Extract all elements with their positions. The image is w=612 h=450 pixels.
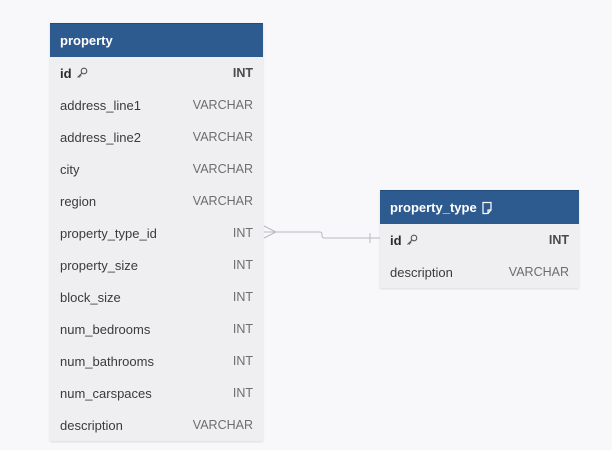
key-icon xyxy=(406,234,417,245)
field-row-block-size[interactable]: block_size INT xyxy=(50,281,263,313)
field-type: VARCHAR xyxy=(192,194,253,208)
field-name: id xyxy=(60,66,88,81)
field-type: INT xyxy=(232,66,253,80)
field-row-description[interactable]: description VARCHAR xyxy=(50,409,263,441)
field-name: region xyxy=(60,194,96,209)
field-name: address_line1 xyxy=(60,98,141,113)
field-row-property-type-id[interactable]: property_type_id INT xyxy=(50,217,263,249)
table-property-type[interactable]: property_type id INT description VARCHAR xyxy=(380,190,579,288)
field-name: property_size xyxy=(60,258,138,273)
table-header[interactable]: property xyxy=(50,23,263,57)
note-icon[interactable] xyxy=(481,201,493,215)
field-name: description xyxy=(60,418,123,433)
field-type: INT xyxy=(232,258,253,272)
field-name: id xyxy=(390,233,418,248)
field-type: VARCHAR xyxy=(192,162,253,176)
field-type: VARCHAR xyxy=(192,130,253,144)
field-name: description xyxy=(390,265,453,280)
field-row-id[interactable]: id INT xyxy=(50,57,263,89)
table-name: property xyxy=(60,33,113,48)
field-name-text: num_bathrooms xyxy=(60,353,154,369)
field-type: VARCHAR xyxy=(192,418,253,432)
field-row-num-bathrooms[interactable]: num_bathrooms INT xyxy=(50,345,263,377)
field-type: INT xyxy=(232,226,253,240)
field-name-text: id xyxy=(60,65,72,81)
field-name-text: region xyxy=(60,193,97,209)
field-type: INT xyxy=(232,386,253,400)
field-name-text: id xyxy=(390,232,402,248)
field-row-num-bedrooms[interactable]: num_bedrooms INT xyxy=(50,313,263,345)
table-header[interactable]: property_type xyxy=(380,190,579,224)
field-type: VARCHAR xyxy=(192,98,253,112)
key-icon xyxy=(76,67,87,78)
field-name-text: address_line1 xyxy=(60,97,141,113)
field-type: INT xyxy=(232,290,253,304)
table-name: property_type xyxy=(390,200,477,215)
field-name-text: description xyxy=(390,264,453,280)
field-row-description[interactable]: description VARCHAR xyxy=(380,256,579,288)
field-name-text: city xyxy=(60,161,80,177)
field-name: block_size xyxy=(60,290,121,305)
field-name-text: num_carspaces xyxy=(60,385,152,401)
field-name: city xyxy=(60,162,80,177)
field-type: INT xyxy=(232,322,253,336)
field-row-city[interactable]: city VARCHAR xyxy=(50,153,263,185)
field-name: address_line2 xyxy=(60,130,141,145)
field-row-num-carspaces[interactable]: num_carspaces INT xyxy=(50,377,263,409)
many-cardinality-marker xyxy=(263,225,278,239)
field-row-property-size[interactable]: property_size INT xyxy=(50,249,263,281)
field-name-text: address_line2 xyxy=(60,129,141,145)
field-name-text: block_size xyxy=(60,289,121,305)
field-row-id[interactable]: id INT xyxy=(380,224,579,256)
field-name-text: property_size xyxy=(60,257,139,273)
field-name: num_carspaces xyxy=(60,386,152,401)
field-name: num_bathrooms xyxy=(60,354,154,369)
field-row-address-line2[interactable]: address_line2 VARCHAR xyxy=(50,121,263,153)
field-name-text: description xyxy=(60,417,123,433)
field-type: INT xyxy=(548,233,569,247)
field-name: property_type_id xyxy=(60,226,157,241)
field-type: INT xyxy=(232,354,253,368)
field-list: id INT description VARCHAR xyxy=(380,224,579,288)
field-row-address-line1[interactable]: address_line1 VARCHAR xyxy=(50,89,263,121)
relationship-line xyxy=(264,231,380,239)
field-row-region[interactable]: region VARCHAR xyxy=(50,185,263,217)
field-name: num_bedrooms xyxy=(60,322,150,337)
field-type: VARCHAR xyxy=(508,265,569,279)
field-name-text: property_type_id xyxy=(60,225,157,241)
field-name-text: num_bedrooms xyxy=(60,321,151,337)
